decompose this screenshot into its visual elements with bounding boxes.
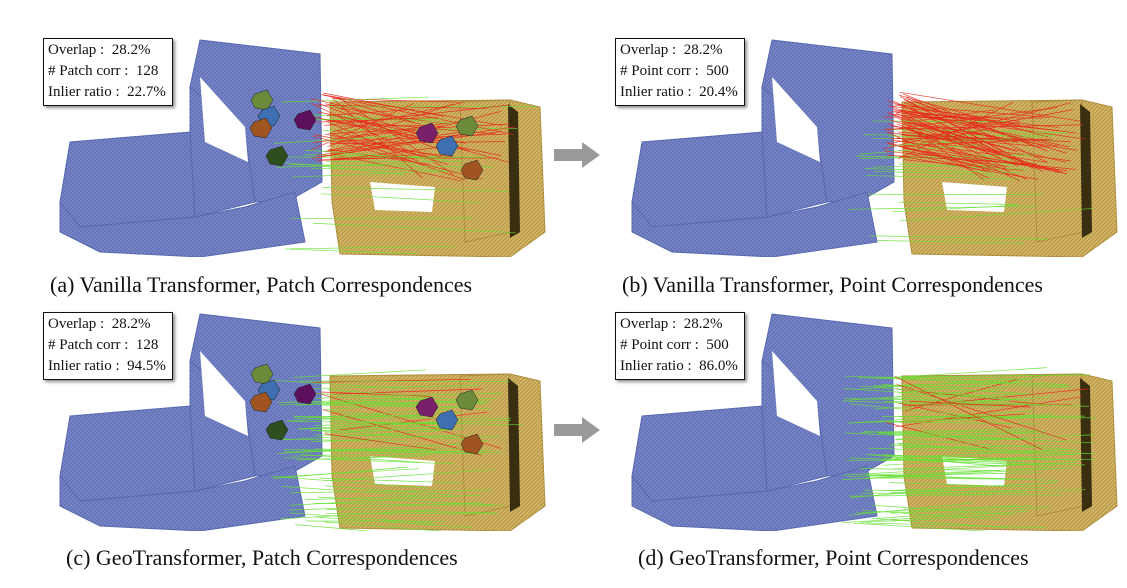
corr-label: # Point corr : [620, 63, 699, 79]
overlap-label: Overlap : [48, 42, 105, 58]
stats-box: Overlap : 28.2% # Patch corr : 128 Inlie… [43, 312, 173, 380]
overlap-value: 28.2% [683, 316, 723, 332]
right-arrow-icon [554, 142, 600, 168]
corr-value: 500 [706, 63, 729, 79]
point-cloud-scene [59, 313, 546, 531]
panel-d: Overlap : 28.2% # Point corr : 500 Inlie… [612, 306, 1127, 564]
corr-value: 128 [135, 337, 159, 353]
panel-a: Overlap : 28.2% # Patch corr : 128 Inlie… [40, 32, 560, 290]
caption-d: (d) GeoTransformer, Point Correspondence… [638, 545, 1029, 570]
correspondence-lines [842, 367, 1097, 531]
overlap-value: 28.2% [111, 42, 151, 58]
inlier-label: Inlier ratio : [620, 84, 692, 100]
inlier-value: 86.0% [699, 358, 738, 374]
correspondence-lines [274, 92, 537, 255]
corr-value: 128 [135, 63, 159, 79]
point-cloud-scene [59, 39, 546, 257]
corr-value: 500 [706, 337, 729, 353]
panel-c: Overlap : 28.2% # Patch corr : 128 Inlie… [40, 306, 560, 564]
inlier-label: Inlier ratio : [620, 358, 692, 374]
stats-box: Overlap : 28.2% # Patch corr : 128 Inlie… [43, 38, 173, 106]
overlap-value: 28.2% [111, 316, 151, 332]
source-point-cloud [59, 313, 323, 531]
caption-c: (c) GeoTransformer, Patch Correspondence… [66, 545, 458, 570]
inlier-value: 94.5% [127, 358, 166, 374]
source-point-cloud [631, 39, 895, 257]
stats-box: Overlap : 28.2% # Point corr : 500 Inlie… [615, 312, 745, 380]
stats-box: Overlap : 28.2% # Point corr : 500 Inlie… [615, 38, 745, 106]
inlier-label: Inlier ratio : [48, 84, 120, 100]
target-point-cloud [329, 99, 546, 257]
source-point-cloud [59, 39, 323, 257]
corr-label: # Point corr : [620, 337, 699, 353]
overlap-value: 28.2% [683, 42, 723, 58]
corr-label: # Patch corr : [48, 337, 129, 353]
panel-b: Overlap : 28.2% # Point corr : 500 Inlie… [612, 32, 1127, 290]
overlap-label: Overlap : [620, 316, 677, 332]
corr-label: # Patch corr : [48, 63, 129, 79]
overlap-label: Overlap : [620, 42, 677, 58]
inlier-label: Inlier ratio : [48, 358, 120, 374]
inlier-value: 22.7% [127, 84, 166, 100]
right-arrow-icon [554, 417, 600, 443]
overlap-label: Overlap : [48, 316, 105, 332]
caption-a: (a) Vanilla Transformer, Patch Correspon… [50, 272, 473, 297]
point-cloud-scene [631, 39, 1118, 257]
caption-b: (b) Vanilla Transformer, Point Correspon… [622, 272, 1043, 297]
correspondence-lines [847, 91, 1094, 244]
point-cloud-scene [631, 313, 1118, 531]
inlier-value: 20.4% [699, 84, 738, 100]
superpoint-patches [249, 89, 484, 181]
superpoint-patches [249, 363, 484, 455]
